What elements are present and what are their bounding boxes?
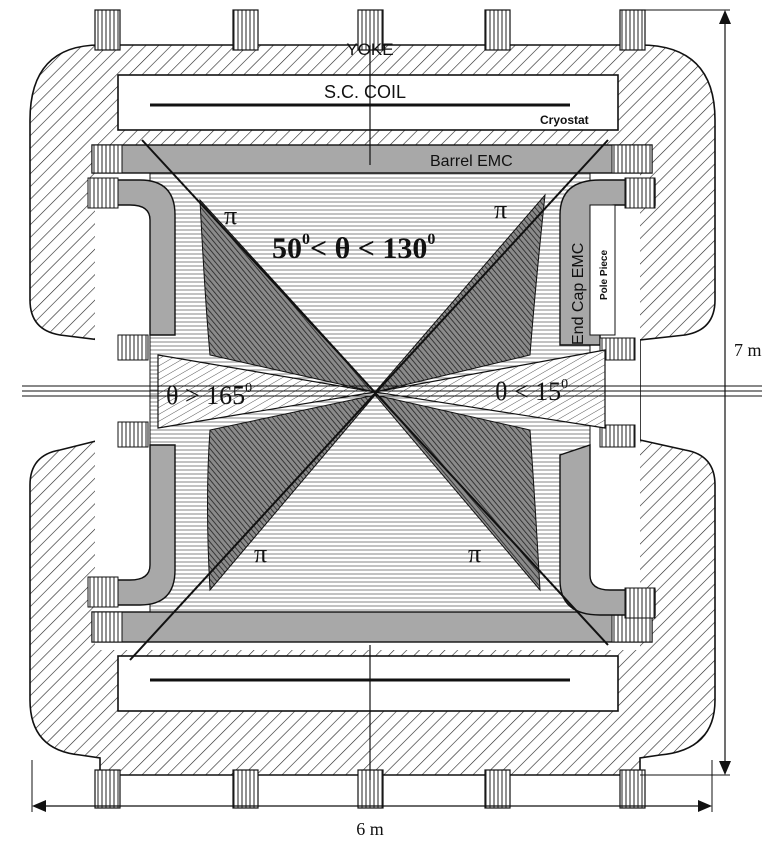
- barrel-emc-bottom-end-l: [91, 611, 123, 643]
- endcap-emc-label-group: End Cap EMC: [570, 243, 587, 345]
- yoke-label: YOKE: [346, 40, 393, 59]
- yoke-flange: [232, 9, 259, 51]
- width-dimension: [31, 760, 713, 812]
- endcap-left: [87, 177, 176, 608]
- sc-coil-cryostat-top: [117, 74, 619, 131]
- shadow-wedge-lower-left: [207, 394, 377, 592]
- acceptance-line: [129, 139, 609, 661]
- pion-label-upper-right: π: [494, 195, 507, 224]
- forward-angle-label: θ < 150: [495, 377, 568, 406]
- yoke-flange: [484, 769, 511, 809]
- barrel-emc-top-end-l: [91, 144, 123, 174]
- shadow-wedge-lower-right: [373, 394, 541, 592]
- beam-stack-left-top: [117, 334, 149, 361]
- yoke-flange: [619, 9, 646, 51]
- yoke-flange: [94, 9, 121, 51]
- barrel-angle-label: 500< θ < 1300: [272, 231, 435, 265]
- barrel-emc-bottom: [91, 611, 653, 643]
- yoke-flange: [232, 769, 259, 809]
- endcap-stack-right-top: [624, 177, 656, 209]
- pole-piece-label-group: Pole Piece: [599, 250, 610, 300]
- backward-angle-label: θ > 1650: [166, 381, 252, 410]
- height-dimension: [640, 9, 731, 776]
- endcap-stack-right-bottom: [624, 587, 656, 619]
- endcap-hook-left-top: [89, 179, 176, 336]
- endcap-stack-left-bottom: [87, 576, 119, 608]
- pion-label-lower-left: π: [254, 539, 267, 568]
- endcap-emc-label: End Cap EMC: [570, 243, 587, 345]
- endcap-stack-left-top: [87, 177, 119, 209]
- sc-coil-cryostat-bottom: [117, 655, 619, 712]
- forward-cone: [374, 349, 606, 429]
- pole-piece-top: [589, 204, 616, 336]
- endcap-hook-left-bottom: [89, 444, 176, 606]
- width-dimension-label: 6 m: [356, 819, 384, 839]
- cryostat-label: Cryostat: [540, 113, 589, 127]
- barrel-emc-top-end-r: [611, 144, 653, 174]
- shadow-wedge-upper-right: [373, 193, 546, 393]
- barrel-emc-top: [91, 144, 653, 174]
- yoke-flange: [619, 769, 646, 809]
- barrel-emc-label: Barrel EMC: [430, 153, 513, 170]
- beam-stack-left-bottom: [117, 421, 149, 448]
- endcap-hook-right-bottom: [559, 444, 656, 616]
- pion-label-upper-left: π: [224, 201, 237, 230]
- cryostat-top: [117, 74, 619, 131]
- endcap-right: [559, 177, 656, 619]
- pole-piece-label: Pole Piece: [599, 250, 610, 300]
- yoke-flange: [357, 9, 384, 51]
- cryostat-bottom: [117, 655, 619, 712]
- pion-label-lower-right: π: [468, 539, 481, 568]
- beam-stack-right-bottom: [599, 424, 636, 448]
- height-dimension-label: 7 m: [734, 340, 762, 360]
- beam-stack-right-top: [599, 337, 636, 361]
- yoke-flange: [484, 9, 511, 51]
- yoke-flange: [94, 769, 121, 809]
- yoke-flange: [357, 769, 384, 809]
- sc-coil-label: S.C. COIL: [324, 82, 406, 102]
